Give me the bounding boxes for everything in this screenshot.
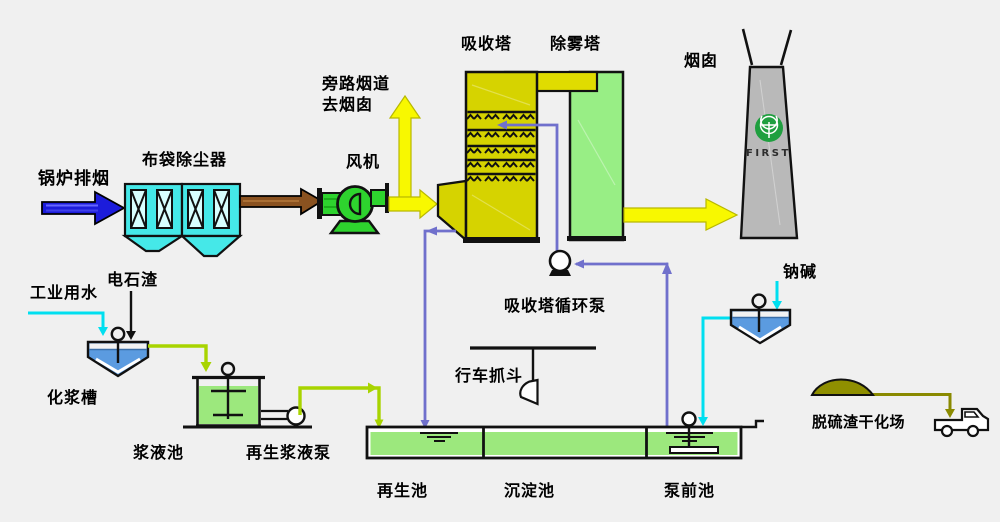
- slurry-pool-tank: [183, 361, 312, 429]
- fan: [317, 183, 389, 235]
- regen-slurry-pump-label: 再生浆液泵: [246, 443, 331, 462]
- crane-grab-label: 行车抓斗: [454, 366, 523, 385]
- circulation-pump-suction-pipe: [574, 259, 672, 427]
- slurry-mixing-tank: [28, 291, 150, 378]
- agitator-icon: [220, 361, 236, 377]
- clean-gas-arrow: [623, 198, 739, 231]
- slurry-pool-label: 浆液池: [132, 443, 184, 462]
- bypass-duct-arrow: [388, 94, 422, 207]
- slag-mound: [810, 378, 875, 396]
- absorber-tower: [436, 70, 540, 243]
- industrial-water-label: 工业用水: [30, 283, 98, 302]
- filter-bag-icons: [130, 189, 230, 229]
- crane-grab: [470, 346, 596, 406]
- carbide-slag-label: 电石渣: [107, 270, 158, 289]
- absorber-drain-pipe: [420, 226, 456, 429]
- bypass-label-line1: 旁路烟道: [321, 74, 390, 93]
- sodium-alkali-label: 钠碱: [783, 262, 817, 281]
- agitator-icon: [110, 326, 126, 342]
- bypass-label-line2: 去烟囱: [322, 95, 373, 114]
- absorber-tower-label: 吸收塔: [461, 34, 512, 53]
- regeneration-pool-label: 再生池: [377, 481, 428, 500]
- fan-label: 风机: [346, 152, 380, 171]
- spray-bank-rows: [466, 110, 536, 182]
- sodium-alkali-tank: [698, 281, 792, 426]
- sedimentation-pool-label: 沉淀池: [504, 481, 555, 500]
- slurry-mixing-tank-label: 化浆槽: [47, 388, 98, 407]
- regen-slurry-pump: [261, 406, 306, 426]
- sodium-alkali-out-line: [701, 316, 731, 418]
- first-logo-text: FIRST: [746, 148, 791, 159]
- pump-forebay-label: 泵前池: [663, 481, 715, 500]
- industrial-water-line: [28, 311, 105, 328]
- chimney: FIRST: [739, 28, 799, 240]
- circulation-pump-label: 吸收塔循环泵: [504, 296, 606, 315]
- water-level-mark: [420, 432, 458, 442]
- boiler-exhaust-label: 锅炉排烟: [38, 168, 110, 189]
- demister-tower: [567, 70, 626, 242]
- process-pools: [365, 411, 764, 460]
- bag-dust-collector-label: 布袋除尘器: [142, 150, 227, 169]
- boiler-exhaust-arrow: [41, 190, 126, 226]
- circulation-pump-discharge-pipe: [497, 120, 559, 251]
- raw-gas-duct-arrow: [239, 187, 324, 216]
- demister-tower-label: 除雾塔: [550, 34, 601, 53]
- truck-icon: [933, 407, 990, 438]
- first-logo: [755, 114, 783, 142]
- circulation-pump-icon: [548, 249, 572, 276]
- spray-nozzle-icons: [466, 113, 535, 182]
- bag-dust-collector: [121, 182, 243, 258]
- forebay-pump-icon: [669, 411, 719, 454]
- fan-outlet-arrow: [388, 188, 438, 220]
- chimney-label: 烟囱: [684, 51, 718, 70]
- agitator-icon: [751, 293, 767, 309]
- slurry-transfer-line: [148, 344, 212, 372]
- slag-drying-yard: [810, 378, 990, 438]
- slag-drying-yard-label: 脱硫渣干化场: [812, 413, 905, 431]
- regen-slurry-discharge-line: [298, 382, 384, 429]
